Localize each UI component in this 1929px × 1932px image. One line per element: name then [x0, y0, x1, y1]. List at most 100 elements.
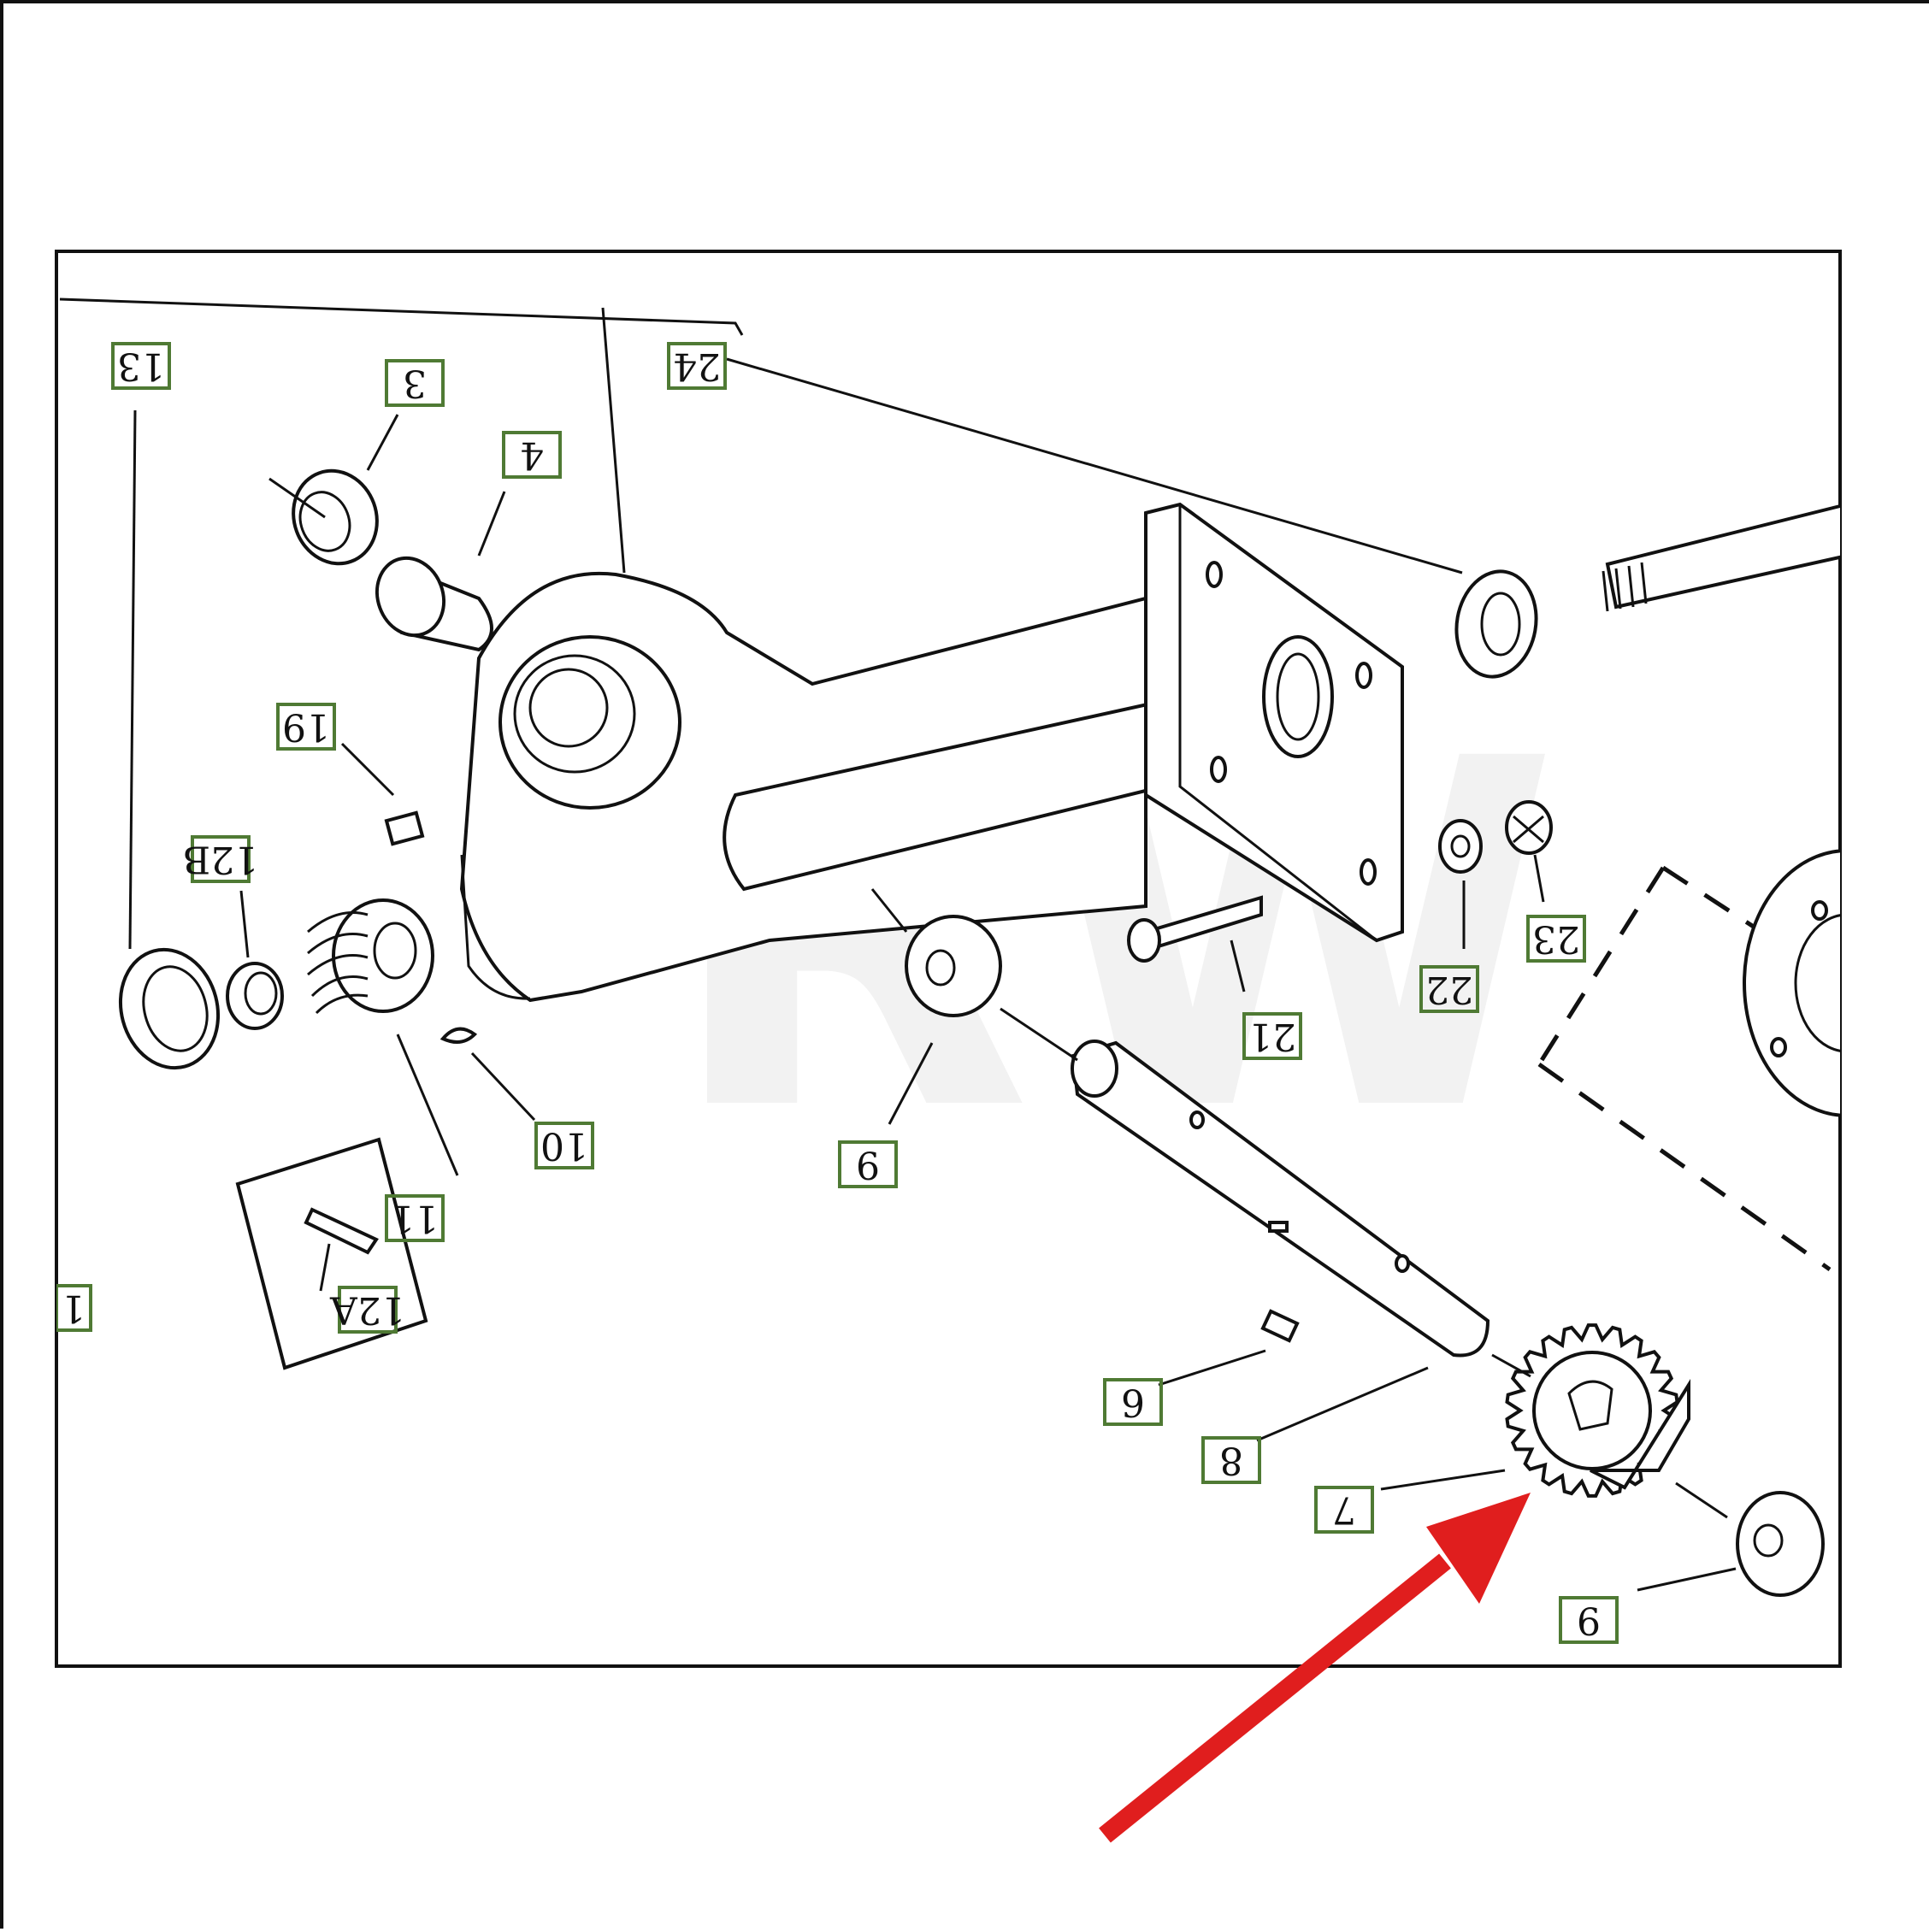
- seal-24: [1454, 569, 1538, 679]
- hub-hole-2: [1770, 1037, 1787, 1057]
- label-22: 22: [1419, 965, 1479, 1013]
- label-8-box: [1201, 1436, 1261, 1484]
- label-9-lower-text: 9: [1577, 1599, 1601, 1642]
- leader-12a: [319, 1243, 331, 1292]
- label-12a: 12A: [329, 1286, 405, 1334]
- label-4: 4: [502, 431, 562, 479]
- pivot-boss-bore: [528, 668, 609, 748]
- leader-upper-bracket: [601, 307, 626, 574]
- bracket-side-edge: [460, 854, 531, 1000]
- leader-8: [1256, 1366, 1429, 1442]
- plate-hole-3: [1210, 756, 1227, 783]
- hub-inner: [1794, 914, 1840, 1052]
- label-19-text: 19: [282, 705, 330, 749]
- shaft-8-hole-2: [1395, 1254, 1410, 1273]
- label-3-text: 3: [403, 362, 427, 405]
- mounting-plate-edge: [1178, 504, 1377, 942]
- leader-6: [1158, 1349, 1266, 1387]
- leader-12b: [239, 890, 250, 958]
- red-arrow-shaft: [1099, 1553, 1451, 1843]
- label-12a-text: 12A: [329, 1288, 405, 1332]
- label-4-text: 4: [520, 433, 544, 477]
- label-13: 13: [111, 342, 171, 390]
- setscrew-19: [384, 810, 425, 846]
- label-7-box: [1314, 1486, 1374, 1534]
- label-6-text: 6: [1121, 1381, 1145, 1424]
- plate-bore-inner: [1276, 652, 1320, 741]
- leader-21: [1230, 939, 1246, 993]
- label-24-box: [667, 342, 727, 390]
- bushing-12b-inner: [244, 971, 278, 1016]
- label-8-text: 8: [1219, 1439, 1243, 1482]
- label-10: 10: [534, 1122, 594, 1169]
- label-4-box: [502, 431, 562, 479]
- gear-7-side: [1590, 1379, 1690, 1490]
- label-19: 19: [276, 703, 336, 751]
- label-22-box: [1419, 965, 1479, 1013]
- diagram-content: RW: [56, 297, 1840, 1644]
- label-21: 21: [1242, 1012, 1302, 1060]
- label-6-box: [1103, 1378, 1163, 1426]
- label-1-box: [56, 1284, 92, 1332]
- gear-7: [1505, 1323, 1690, 1498]
- pivot-boss: [498, 635, 681, 810]
- label-10-box: [534, 1122, 594, 1169]
- tube-lower-edge: [743, 785, 1164, 891]
- shaft-axis-lines: [870, 888, 1728, 1519]
- label-21-text: 21: [1248, 1015, 1296, 1058]
- dashed-outline: [1537, 865, 1832, 1272]
- label-1: 1: [56, 1284, 92, 1332]
- housing-top-edge: [59, 297, 744, 336]
- plate-hole-4: [1360, 858, 1377, 886]
- label-7-text: 7: [1332, 1488, 1356, 1532]
- label-6: 6: [1103, 1378, 1163, 1426]
- seal-3-inner: [298, 491, 351, 552]
- leader-9-lower: [1637, 1567, 1737, 1592]
- pin-12a-box: [235, 1137, 428, 1370]
- washer-9-lower-hole: [1753, 1523, 1784, 1558]
- leader-10: [470, 1051, 536, 1122]
- label-13-text: 13: [117, 345, 165, 388]
- label-10-text: 10: [540, 1124, 588, 1168]
- leader-9-upper: [888, 1042, 934, 1125]
- shaft-8-hole-1: [1189, 1110, 1205, 1129]
- label-9-upper-box: [838, 1140, 898, 1188]
- label-19-box: [276, 703, 336, 751]
- red-arrow: [1099, 1493, 1531, 1843]
- gear-7-bore: [1567, 1380, 1613, 1431]
- label-12a-box: [338, 1286, 398, 1334]
- label-11: 11: [385, 1194, 445, 1242]
- label-3: 3: [385, 359, 445, 407]
- leader-11: [396, 1034, 459, 1176]
- pivot-boss-ring: [513, 654, 636, 774]
- shaft-8: [1071, 1040, 1490, 1358]
- upper-shaft: [1605, 504, 1840, 610]
- plate-hole-2: [1355, 662, 1372, 689]
- washer-9-lower: [1736, 1491, 1825, 1597]
- leader-13: [128, 409, 137, 950]
- washer-23-mark: [1513, 815, 1544, 844]
- upper-shaft-threads: [1602, 562, 1648, 612]
- seal-24-inner: [1480, 592, 1521, 657]
- label-24: 24: [667, 342, 727, 390]
- leader-19: [340, 742, 395, 797]
- label-3-box: [385, 359, 445, 407]
- label-9-upper-text: 9: [856, 1143, 880, 1187]
- label-11-text: 11: [391, 1197, 439, 1240]
- leader-23: [1533, 854, 1545, 903]
- label-1-text: 1: [62, 1287, 86, 1330]
- label-9-upper: 9: [838, 1140, 898, 1188]
- label-9-lower-box: [1559, 1596, 1619, 1644]
- label-21-box: [1242, 1012, 1302, 1060]
- label-13-box: [111, 342, 171, 390]
- spring-11-end: [373, 922, 417, 980]
- label-8: 8: [1201, 1436, 1261, 1484]
- pin-12a: [304, 1207, 379, 1255]
- leader-4: [477, 491, 506, 557]
- leader-24: [726, 357, 1463, 574]
- red-arrow-head: [1426, 1493, 1531, 1604]
- gear-7-body: [1532, 1351, 1652, 1470]
